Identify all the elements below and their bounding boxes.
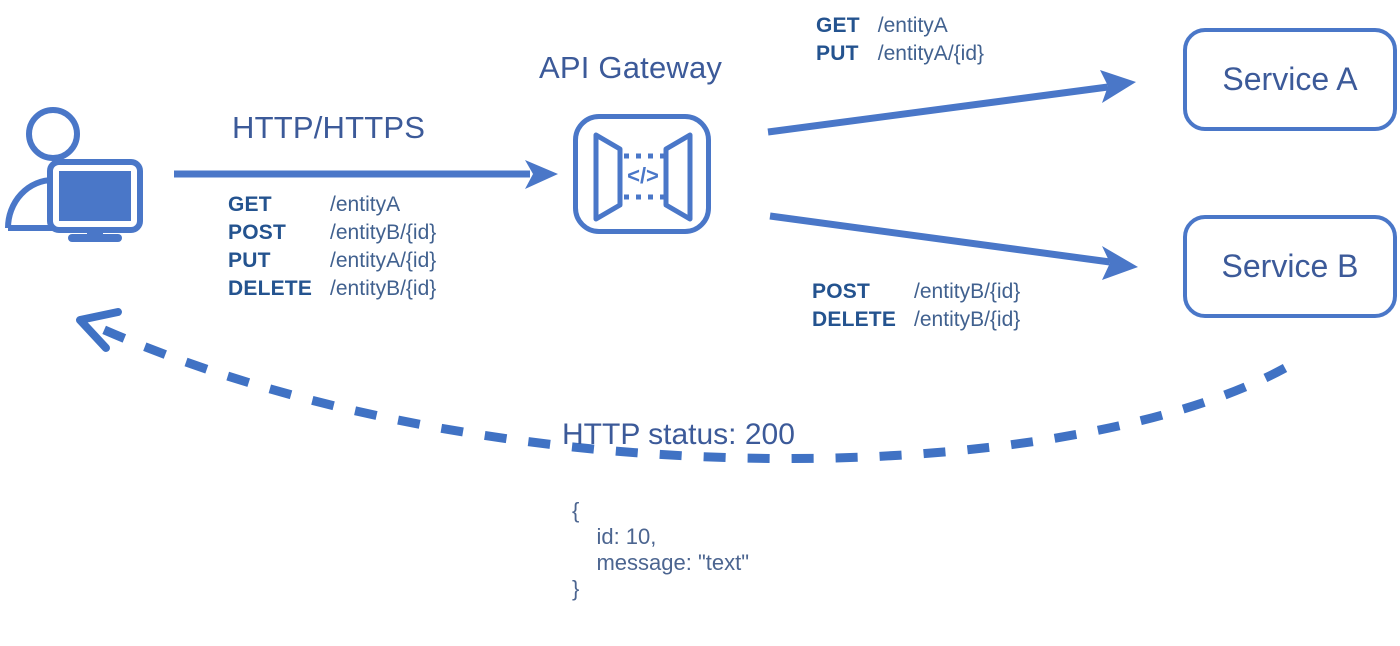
service-a-route-table: GET /entityA PUT /entityA/{id} bbox=[816, 14, 984, 66]
gateway-title: API Gateway bbox=[539, 50, 723, 85]
client-route-table: GET /entityA POST /entityB/{id} PUT /ent… bbox=[228, 193, 436, 301]
json-line: } bbox=[572, 576, 580, 601]
route-path: /entityA/{id} bbox=[877, 42, 985, 65]
route-path: /entityA bbox=[877, 14, 948, 37]
response-dashed-arrow bbox=[60, 300, 1320, 500]
client-user-icon bbox=[2, 100, 152, 242]
route-verb: POST bbox=[228, 221, 286, 244]
route-verb: PUT bbox=[816, 42, 859, 65]
route-verb: PUT bbox=[228, 249, 271, 272]
service-a-node[interactable]: Service A bbox=[1183, 28, 1397, 131]
route-verb: GET bbox=[228, 193, 272, 216]
client-to-gateway-arrow bbox=[170, 158, 560, 194]
json-line: message: "text" bbox=[572, 550, 750, 575]
route-path: /entityB/{id} bbox=[914, 280, 1021, 303]
route-verb: DELETE bbox=[228, 277, 313, 300]
route-verb: POST bbox=[812, 280, 870, 303]
route-verb: GET bbox=[816, 14, 860, 37]
http-status-label: HTTP status: 200 bbox=[562, 418, 795, 451]
api-gateway-node[interactable]: </> bbox=[573, 114, 711, 234]
json-line: { bbox=[572, 498, 580, 523]
service-b-node[interactable]: Service B bbox=[1183, 215, 1397, 318]
service-b-label: Service B bbox=[1221, 248, 1359, 284]
client-link-label: HTTP/HTTPS bbox=[232, 110, 426, 145]
route-path: /entityA bbox=[330, 193, 401, 216]
api-gateway-icon: </> bbox=[578, 119, 708, 231]
response-json-body: { id: 10, message: "text" } bbox=[572, 498, 749, 602]
code-glyph-icon: </> bbox=[627, 163, 659, 188]
service-b-route-table: POST /entityB/{id} DELETE /entityB/{id} bbox=[812, 280, 1020, 332]
route-path: /entityB/{id} bbox=[330, 277, 437, 300]
json-line: id: 10, bbox=[572, 524, 657, 549]
route-path: /entityB/{id} bbox=[330, 221, 437, 244]
route-path: /entityB/{id} bbox=[914, 308, 1021, 331]
route-path: /entityA/{id} bbox=[330, 249, 437, 272]
gateway-to-service-b-arrow bbox=[766, 206, 1142, 282]
gateway-to-service-a-arrow bbox=[764, 68, 1140, 142]
service-a-label: Service A bbox=[1222, 61, 1358, 97]
route-verb: DELETE bbox=[812, 308, 897, 331]
